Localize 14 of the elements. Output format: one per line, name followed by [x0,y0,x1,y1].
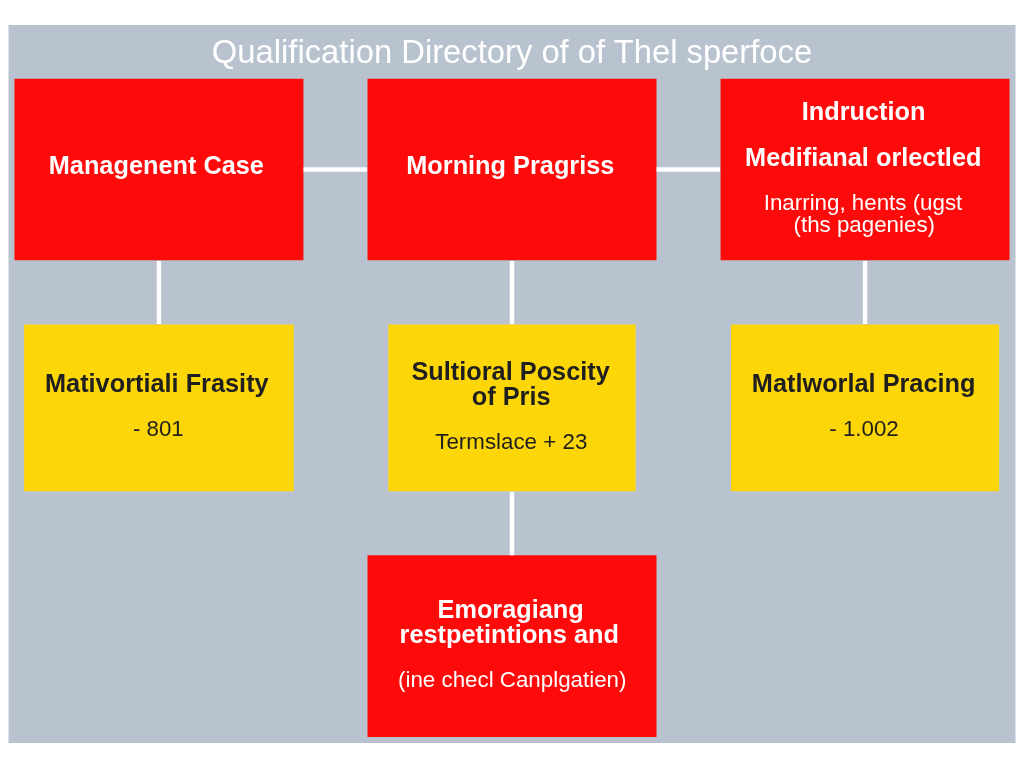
node-box: Indruction Medifianal orlectled Inarring, hents (ugst (ths pagenies) [720,78,1010,261]
node-box: Mativortiali Frasity - 801 [24,324,294,492]
connector [509,491,515,556]
connector [509,260,515,325]
connector [156,260,162,325]
node-box: Managenent Case [14,78,304,261]
diagram-title: Qualification Directory of of Thel sperfoce [211,33,813,71]
connector [862,260,868,325]
node-box: Matlworlal Pracing - 1.002 [731,324,1000,492]
connector [303,167,368,172]
node-box: Emoragiang restpetintions and (ine checl Canplgatien) [367,555,657,738]
node-box: Sultioral Poscity of Pris Termslace + 23 [388,324,636,492]
node-box: Morning Pragriss [367,78,657,261]
connector [656,167,721,172]
